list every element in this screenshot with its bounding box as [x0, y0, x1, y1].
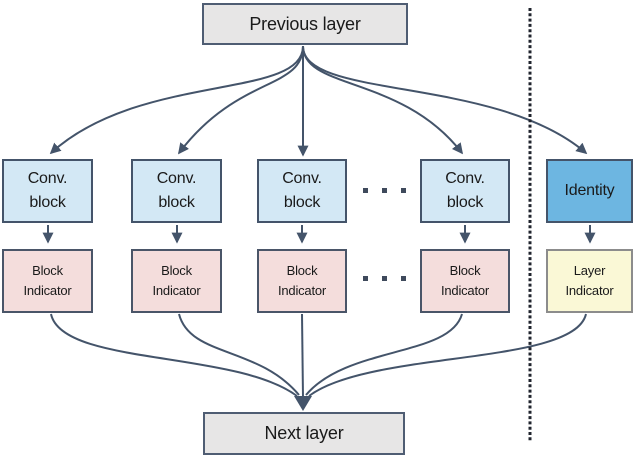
- block-indicator-2-label-line2: Indicator: [152, 283, 201, 298]
- next-layer-box: Next layer: [203, 412, 405, 455]
- block-indicator-3: Block Indicator: [257, 249, 347, 313]
- conv-block-4-label-line1: Conv.: [445, 170, 485, 187]
- block-indicator-3-label-line1: Block: [286, 262, 318, 278]
- conv-block-3: Conv. block: [257, 159, 347, 223]
- block-indicator-1-label-line2: Indicator: [23, 283, 72, 298]
- identity-label: Identity: [564, 182, 615, 200]
- identity-box: Identity: [546, 159, 633, 223]
- arrow-prev-to-identity: [302, 45, 588, 155]
- ellipsis-dots-conv-row-icon: [363, 188, 406, 193]
- block-indicator-4-label-line2: Indicator: [440, 283, 490, 298]
- conv-block-2: Conv. block: [131, 159, 222, 223]
- arrow-indicator4-to-next: [305, 313, 463, 396]
- ellipsis-dots-indicator-row-icon: [363, 276, 406, 281]
- next-layer-label: Next layer: [264, 423, 344, 444]
- block-indicator-3-label-line2: Indicator: [277, 283, 327, 298]
- arrow-prev-to-conv2: [178, 45, 304, 155]
- block-indicator-2: Block Indicator: [131, 249, 222, 313]
- previous-layer-label: Previous layer: [249, 13, 361, 34]
- arrow-prev-to-conv1: [49, 45, 304, 155]
- block-indicator-1-label-line1: Block: [32, 262, 63, 278]
- next-layer-arrowhead: [294, 396, 312, 411]
- conv-block-4: Conv. block: [420, 159, 510, 223]
- arrow-indicator1-to-next: [50, 313, 298, 397]
- layer-indicator-label-line2: Indicator: [565, 283, 614, 298]
- conv-block-2-label-line2: block: [158, 194, 195, 211]
- conv-block-3-label-line1: Conv.: [282, 170, 322, 187]
- conv-block-1: Conv. block: [2, 159, 93, 223]
- block-indicator-2-label-line1: Block: [161, 262, 192, 278]
- block-indicator-1: Block Indicator: [2, 249, 93, 313]
- layer-indicator-label-line1: Layer: [573, 262, 606, 278]
- conv-block-2-label-line1: Conv.: [156, 170, 197, 187]
- arrow-indicator3-to-next: [301, 313, 304, 399]
- previous-layer-box: Previous layer: [202, 3, 408, 45]
- conv-block-1-label-line1: Conv.: [27, 170, 68, 187]
- block-indicator-4: Block Indicator: [420, 249, 510, 313]
- conv-block-4-label-line2: block: [446, 194, 484, 211]
- arrow-layer-indicator-to-next: [308, 313, 587, 397]
- arrow-indicator2-to-next: [178, 313, 300, 396]
- layer-indicator-box: Layer Indicator: [546, 249, 633, 313]
- conv-block-1-label-line2: block: [29, 194, 66, 211]
- conv-block-3-label-line2: block: [283, 194, 321, 211]
- arrow-prev-to-conv4: [302, 45, 464, 155]
- block-indicator-4-label-line1: Block: [449, 262, 481, 278]
